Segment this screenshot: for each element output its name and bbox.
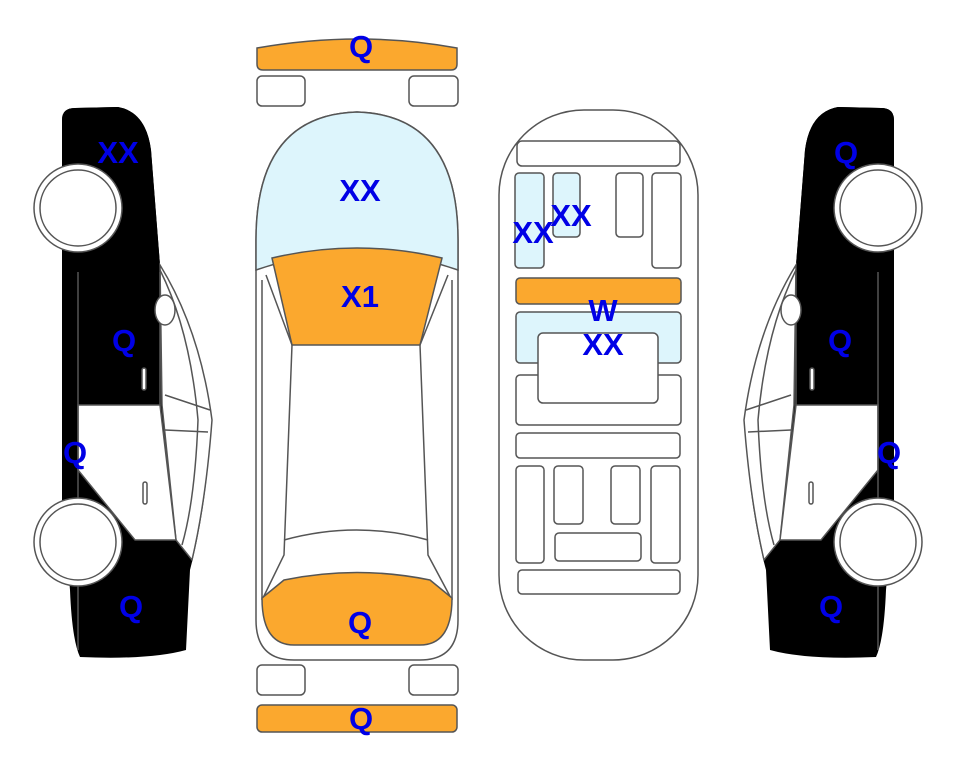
label-seat-left-a: XX <box>512 215 554 250</box>
label-rear-bumper: Q <box>349 701 373 736</box>
label-front-floor: XX <box>582 327 624 362</box>
label-front-bumper: Q <box>349 29 373 64</box>
label-left-sill: Q <box>63 435 87 470</box>
label-trunk: Q <box>348 605 372 640</box>
front-bumper <box>256 38 458 71</box>
label-right-sill: Q <box>877 435 901 470</box>
label-windshield: X1 <box>341 279 379 314</box>
dashboard-bar <box>515 277 682 305</box>
left-side-view: XX Q Q Q <box>33 106 213 659</box>
label-left-door-front: Q <box>112 323 136 358</box>
label-seat-left-b: XX <box>550 198 592 233</box>
label-hood: XX <box>339 173 381 208</box>
trunk <box>261 571 453 646</box>
label-left-rear: Q <box>119 589 143 624</box>
rear-bumper <box>256 704 458 733</box>
label-right-front-upper: Q <box>834 135 858 170</box>
top-view: Q XX X1 Q Q <box>255 29 459 736</box>
label-dashboard-bar: W <box>588 293 618 328</box>
label-right-rear: Q <box>819 589 843 624</box>
label-right-door-front: Q <box>828 323 852 358</box>
right-side-view: Q Q Q Q <box>743 106 923 659</box>
interior-view: XX XX W XX <box>498 109 699 661</box>
label-left-front-upper: XX <box>97 135 139 170</box>
windshield <box>271 247 443 346</box>
